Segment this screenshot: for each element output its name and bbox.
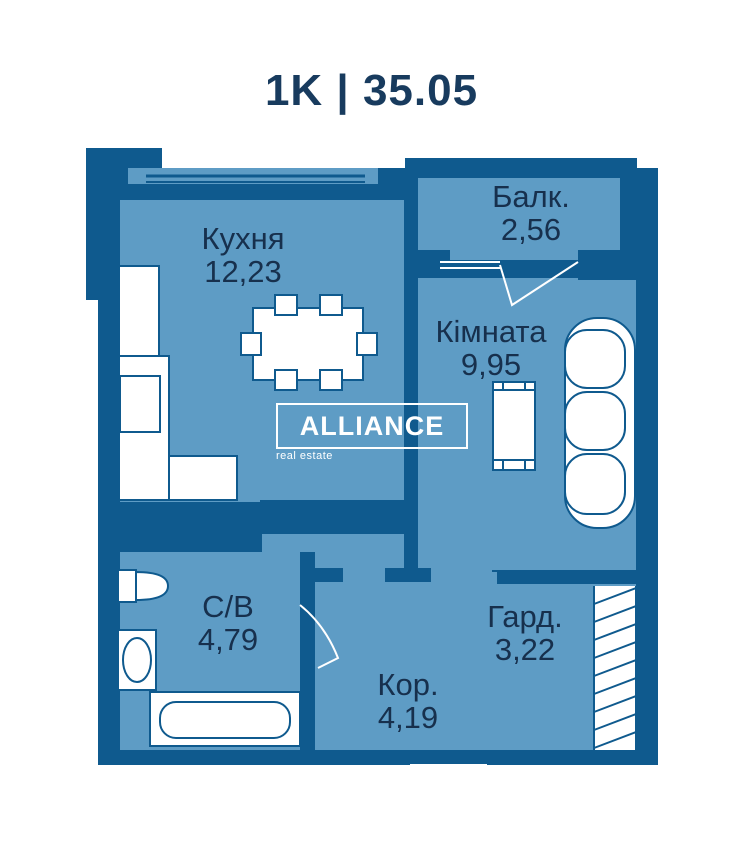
room-label-kitchen: Кухня 12,23 xyxy=(178,222,308,288)
logo-brand: ALLIANCE xyxy=(276,403,468,449)
room-label-corridor: Кор. 4,19 xyxy=(348,668,468,734)
room-name: Балк. xyxy=(492,179,570,214)
wardrobe-rack xyxy=(593,586,637,750)
room-label-balcony: Балк. 2,56 xyxy=(466,180,596,246)
sofa xyxy=(564,317,636,529)
room-name: Гард. xyxy=(487,599,563,634)
internal-walls xyxy=(300,200,636,765)
chair xyxy=(356,332,378,356)
room-label-living-room: Кімната 9,95 xyxy=(416,315,566,381)
room-name: Кімната xyxy=(435,314,547,349)
room-label-wardrobe: Гард. 3,22 xyxy=(460,600,590,666)
room-area: 4,79 xyxy=(197,622,259,657)
room-area: 12,23 xyxy=(204,254,282,289)
chair xyxy=(319,369,343,391)
bathroom-door xyxy=(299,604,340,669)
room-area: 4,19 xyxy=(377,700,439,735)
room-name: Кор. xyxy=(377,667,439,702)
toilet-bowl xyxy=(135,570,170,602)
dining-table xyxy=(252,307,364,381)
plan-title: 1K | 35.05 xyxy=(264,66,479,115)
corridor-lower-floor xyxy=(315,572,497,750)
logo-tagline: real estate xyxy=(276,450,333,462)
chair xyxy=(319,294,343,316)
room-label-bathroom: С/В 4,79 xyxy=(168,590,288,656)
balcony-door xyxy=(440,261,579,307)
room-area: 3,22 xyxy=(494,632,556,667)
balcony-floor xyxy=(418,178,620,260)
room-name: С/В xyxy=(202,589,254,624)
chair xyxy=(274,294,298,316)
kitchen-window xyxy=(128,168,378,184)
bathroom-fixtures xyxy=(117,569,301,747)
room-name: Кухня xyxy=(201,221,285,256)
room-area: 9,95 xyxy=(460,347,522,382)
alliance-logo: ALLIANCE real estate xyxy=(276,403,468,462)
room-area: 2,56 xyxy=(500,212,562,247)
kitchen-counters xyxy=(118,265,238,501)
dining-set xyxy=(240,294,378,391)
toilet-tank xyxy=(117,569,137,603)
coffee-table xyxy=(492,381,536,471)
chair xyxy=(274,369,298,391)
entrance-door xyxy=(409,764,488,814)
chair xyxy=(240,332,262,356)
